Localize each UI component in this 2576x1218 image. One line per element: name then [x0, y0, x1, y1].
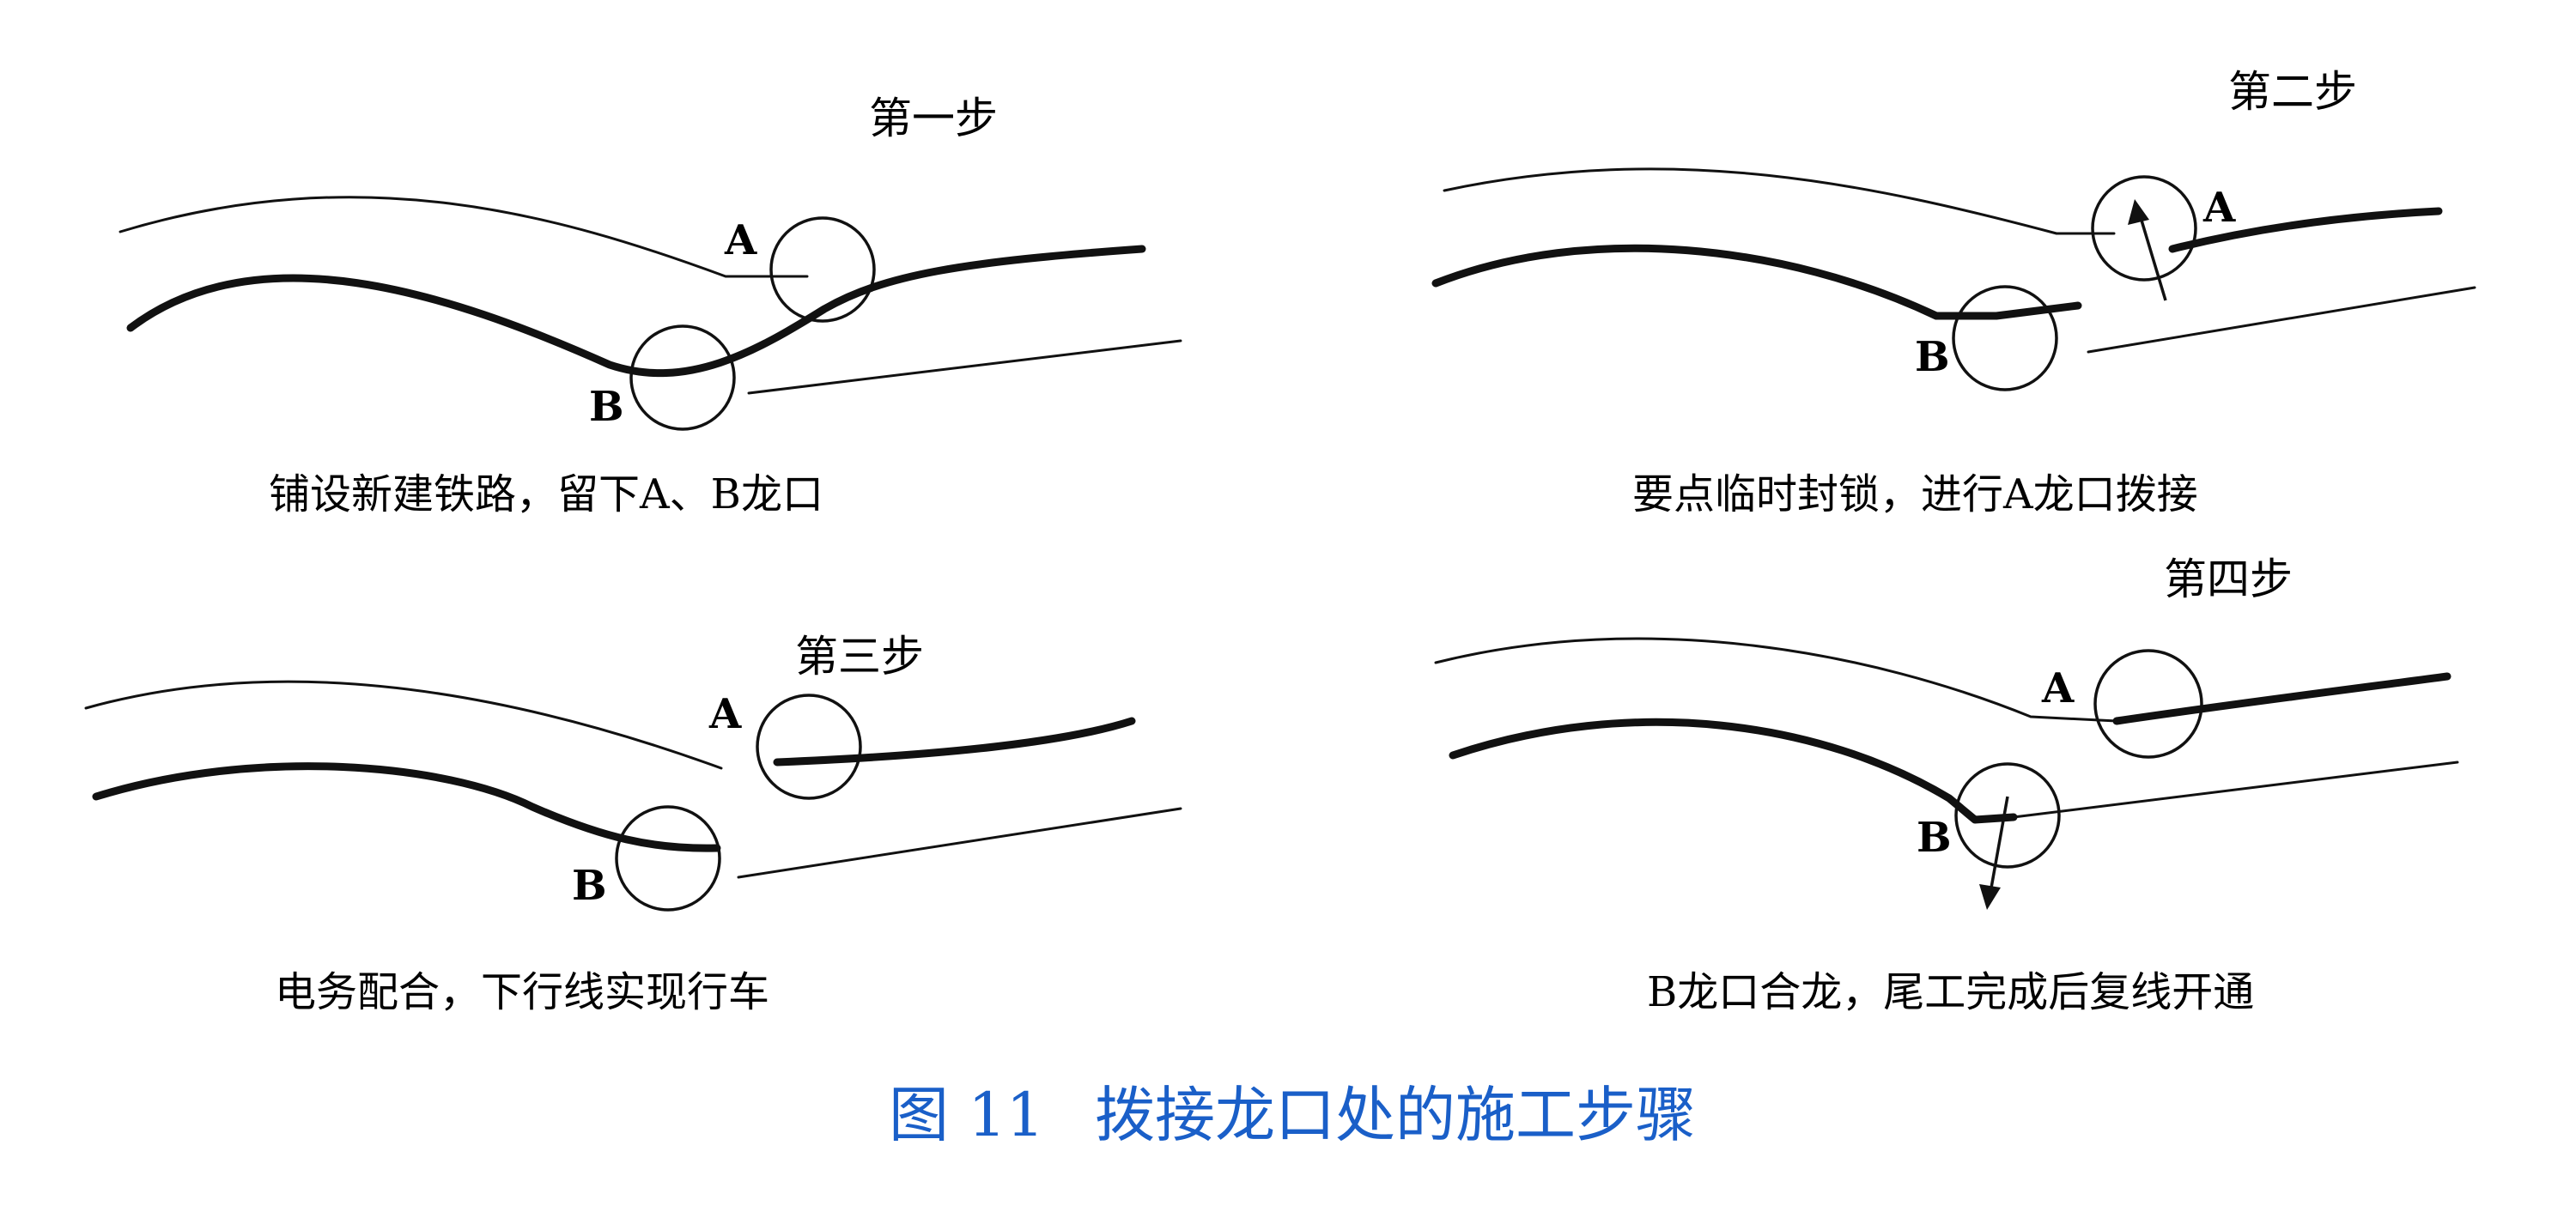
panel-2-existing-line-lower: [2087, 286, 2476, 354]
figure-number: 图 11: [889, 1080, 1044, 1150]
point-a-label: A: [2041, 664, 2075, 712]
panel-2-new-track-east: [2168, 207, 2443, 253]
panel-3-new-track-west: [92, 762, 721, 852]
dragon-mouth-b-circle: [629, 324, 736, 431]
dragon-mouth-a-circle: [769, 216, 876, 323]
panel-step-4: 第四步 A B B龙口合龙，尾工完成后复线开通: [1434, 554, 2459, 1016]
panel-4-existing-line-lower: [2012, 760, 2459, 819]
point-b-label: B: [1915, 333, 1950, 381]
point-b-label: B: [589, 383, 624, 431]
point-a-label: A: [2202, 184, 2236, 232]
step-1-caption: 铺设新建铁路，留下A、B龙口: [269, 470, 823, 518]
point-a-label: A: [708, 690, 742, 738]
dragon-mouth-a-circle: [2093, 649, 2203, 759]
panel-1-existing-line-upper: [118, 196, 809, 278]
panel-4-new-track-east: [2112, 672, 2451, 725]
dragon-mouth-b-circle: [1954, 762, 2061, 869]
dragon-mouth-a-circle: [2091, 175, 2197, 282]
panel-2-existing-line-upper: [1443, 167, 2116, 235]
panel-4-existing-line-upper: [1434, 637, 2118, 723]
step-1-title: 第一步: [869, 94, 998, 143]
panel-4-new-track-west: [1449, 718, 2018, 824]
close-arrow-icon: [1979, 796, 2009, 910]
step-4-title: 第四步: [2164, 554, 2293, 604]
panel-2-new-track-west: [1431, 244, 2082, 320]
point-b-label: B: [572, 862, 607, 910]
step-3-title: 第三步: [795, 632, 924, 682]
panel-3-new-track-east: [773, 717, 1136, 767]
step-3-caption: 电务配合，下行线实现行车: [275, 968, 769, 1016]
dragon-mouth-b-circle: [615, 805, 721, 912]
step-2-caption: 要点临时封锁，进行A龙口拨接: [1632, 470, 2198, 518]
panel-3-existing-line-upper: [84, 680, 723, 770]
panel-step-1: 第一步 A B 铺设新建铁路，留下A、B龙口: [118, 94, 1182, 518]
dragon-mouth-a-circle: [756, 694, 862, 800]
step-2-title: 第二步: [2228, 67, 2357, 117]
shift-arrow-icon: [2128, 199, 2167, 301]
panel-step-3: 第三步 A B 电务配合，下行线实现行车: [84, 632, 1182, 1016]
step-4-caption: B龙口合龙，尾工完成后复线开通: [1647, 968, 2254, 1016]
panel-3-existing-line-lower: [737, 807, 1182, 879]
panel-step-2: 第二步 A B 要点临时封锁，进行A龙口拨接: [1431, 67, 2476, 518]
point-a-label: A: [724, 216, 757, 264]
panel-1-new-track: [126, 245, 1146, 378]
dragon-mouth-b-circle: [1952, 285, 2058, 391]
panel-1-existing-line-lower: [747, 339, 1182, 395]
figure-title: 拨接龙口处的施工步骤: [1095, 1080, 1696, 1150]
point-b-label: B: [1917, 814, 1952, 862]
